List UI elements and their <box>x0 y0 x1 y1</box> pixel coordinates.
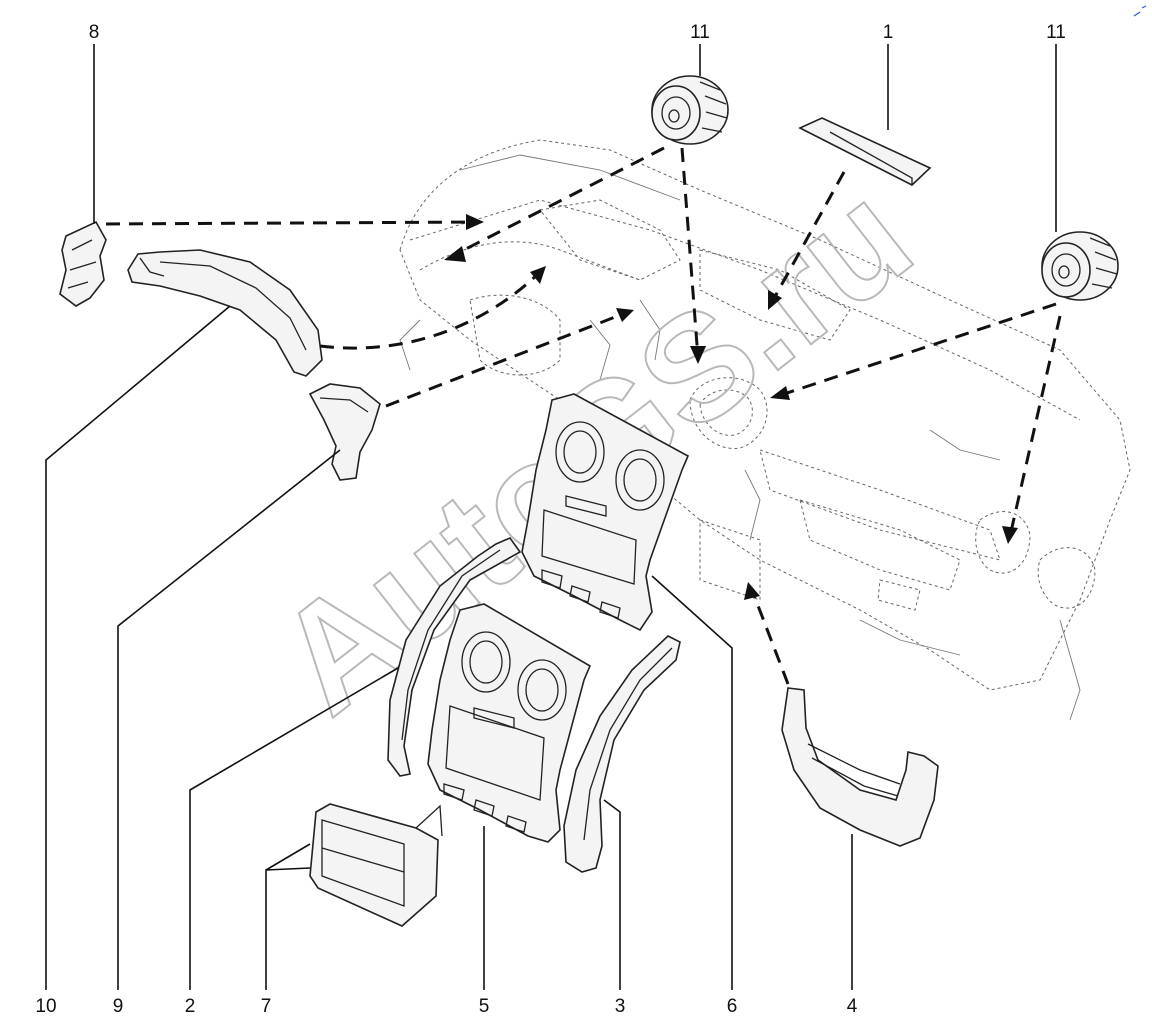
callout-5: 5 <box>479 996 490 1017</box>
callout-6: 6 <box>727 996 738 1017</box>
part-11-air-vent-right <box>1041 231 1119 301</box>
leader-lines <box>45 44 1057 990</box>
part-10-instrument-hood <box>127 249 323 377</box>
callout-2: 2 <box>185 996 196 1017</box>
callout-numbers: 8 11 1 11 10 9 2 7 5 3 6 4 <box>35 22 1065 1017</box>
callout-9: 9 <box>113 996 124 1017</box>
callout-11-right: 11 <box>1046 22 1066 43</box>
part-11-air-vent-left <box>651 75 729 145</box>
corner-mark <box>1133 5 1147 17</box>
arrow-heads <box>444 214 1018 600</box>
part-2-left-strip <box>387 537 522 777</box>
part-5-console-frame-lower <box>427 603 592 843</box>
callout-4: 4 <box>847 996 858 1017</box>
part-9-side-trim <box>308 383 381 481</box>
callout-3: 3 <box>615 996 626 1017</box>
part-7-storage-pocket <box>309 803 443 927</box>
assembly-arrows <box>105 146 1062 685</box>
callout-8: 8 <box>89 22 100 43</box>
part-3-right-strip <box>563 635 681 873</box>
callout-10: 10 <box>35 996 56 1017</box>
callout-11-left: 11 <box>690 22 710 43</box>
part-8-bracket <box>59 220 107 307</box>
part-6-console-frame-upper <box>521 393 690 632</box>
dashboard-outline <box>399 139 1131 721</box>
callout-1: 1 <box>883 22 894 43</box>
part-1-trim-panel <box>798 117 932 186</box>
callout-7: 7 <box>261 996 272 1017</box>
part-4-lower-trim <box>781 687 939 847</box>
